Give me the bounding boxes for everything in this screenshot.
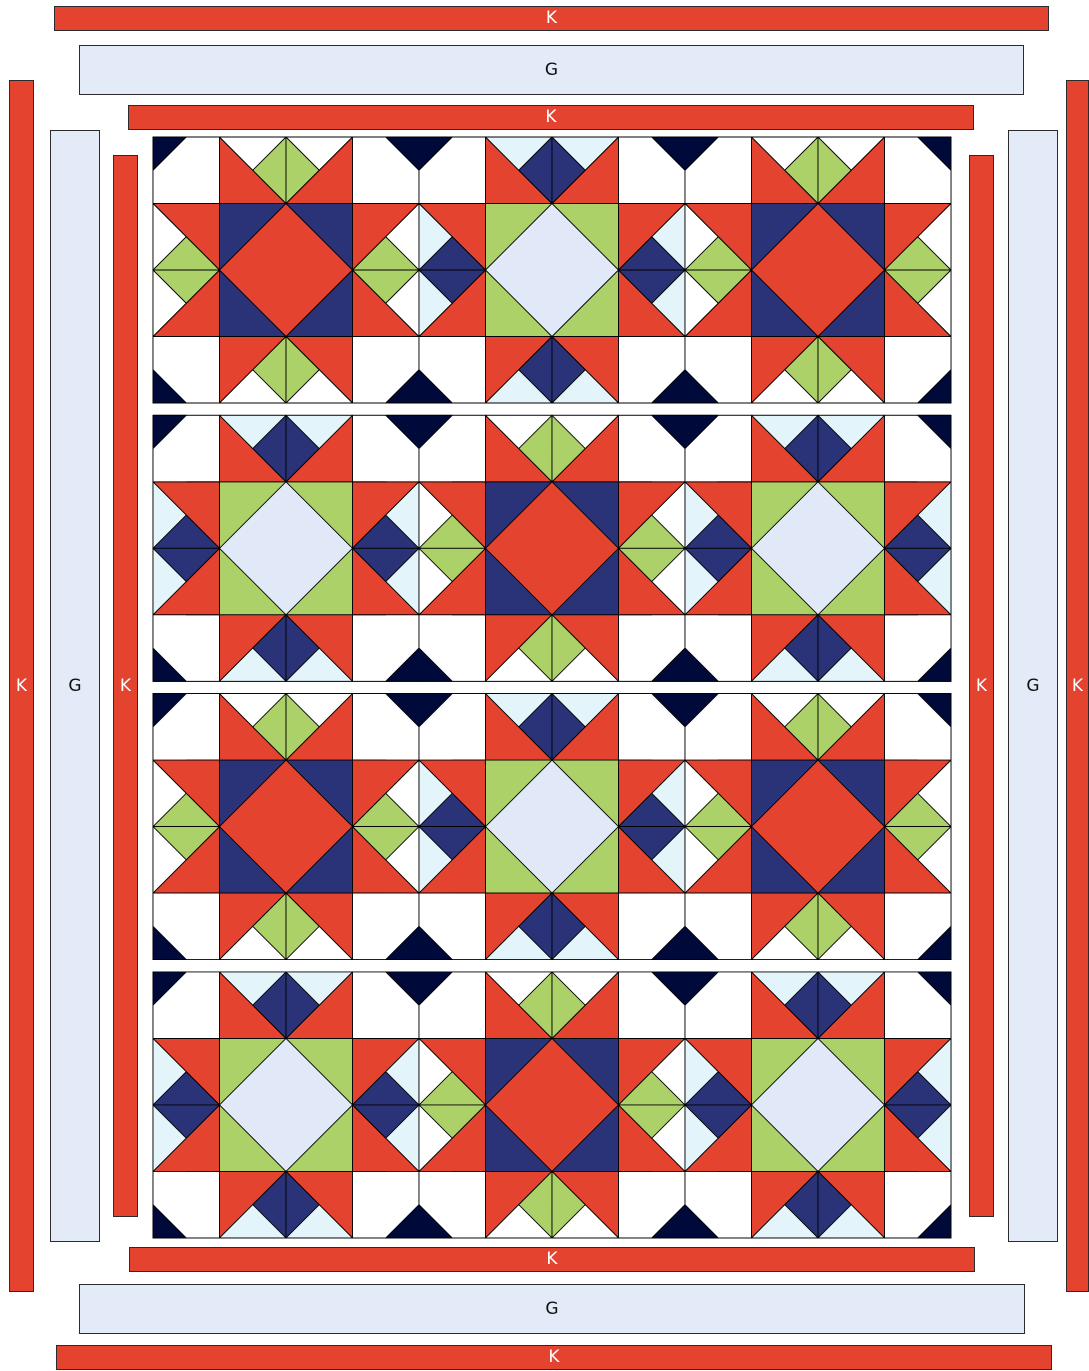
quilt-row <box>153 972 951 1238</box>
quilt-row <box>153 694 951 960</box>
quilt-row <box>153 137 951 403</box>
quilt-row <box>153 415 951 681</box>
